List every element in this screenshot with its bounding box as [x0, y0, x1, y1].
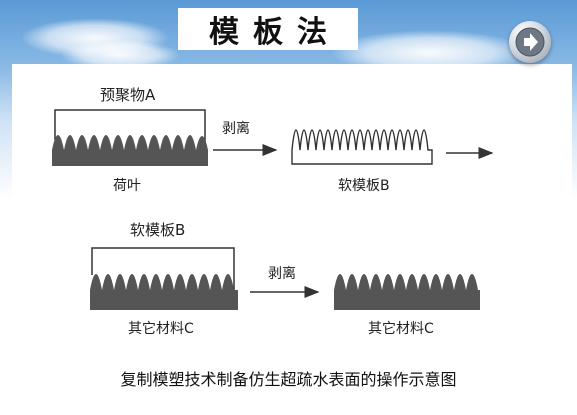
material-c-label-right: 其它材料C: [368, 320, 434, 337]
title-box: 模板法: [178, 8, 358, 50]
lotus-leaf-label: 荷叶: [113, 178, 141, 194]
next-button[interactable]: [509, 21, 551, 63]
peel-label-top: 剥离: [222, 120, 250, 137]
soft-template-b-top: [291, 129, 433, 165]
page-title: 模板法: [209, 15, 341, 50]
diagram-caption: 复制模塑技术制备仿生超疏水表面的操作示意图: [120, 370, 457, 389]
prepolymer-mold-outline: [54, 109, 206, 152]
material-c-label-left: 其它材料C: [128, 320, 194, 337]
soft-template-label-bottom: 软模板B: [130, 221, 185, 239]
material-c-right: [334, 274, 480, 310]
peel-label-bottom: 剥离: [268, 265, 296, 282]
prepolymer-label: 预聚物A: [100, 86, 156, 104]
lotus-leaf-surface: [52, 135, 208, 166]
soft-template-mold-outline: [91, 247, 235, 290]
material-c-left: [90, 274, 238, 310]
soft-template-label-top: 软模板B: [338, 178, 390, 194]
content-panel: [12, 64, 572, 415]
arrow-right-icon: [515, 27, 545, 57]
